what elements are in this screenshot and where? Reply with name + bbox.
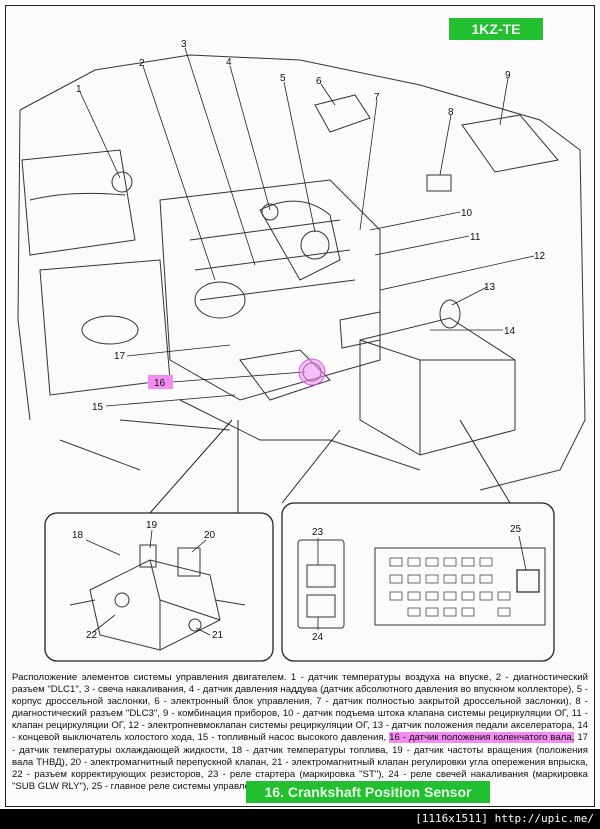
callout-4: 4	[226, 57, 232, 68]
callout-8: 8	[448, 107, 454, 118]
callout-9: 9	[505, 70, 511, 81]
callout-21: 21	[212, 630, 224, 641]
callout-2: 2	[139, 58, 145, 69]
caption-highlight-16: 16 - датчик положения коленчатого вала,	[389, 732, 575, 744]
callout-16: 16	[154, 378, 166, 389]
diagram-frame	[5, 5, 595, 807]
callout-15: 15	[92, 402, 104, 413]
callout-17: 17	[114, 351, 126, 362]
caption-text-before: Расположение элементов системы управлени…	[12, 672, 588, 744]
callout-18: 18	[72, 530, 84, 541]
callout-1: 1	[76, 84, 82, 95]
callout-5: 5	[280, 73, 286, 84]
legend-caption: Расположение элементов системы управлени…	[12, 672, 588, 793]
callout-22: 22	[86, 630, 98, 641]
callout-3: 3	[181, 39, 187, 50]
highlight-title-label: 16. Crankshaft Position Sensor	[246, 781, 490, 803]
image-host-footer: [1116x1511] http://upic.me/	[0, 809, 600, 829]
relay-inset	[281, 502, 555, 662]
callout-13: 13	[484, 282, 496, 293]
pump-inset	[44, 512, 274, 662]
callout-7: 7	[374, 92, 380, 103]
caption-text-after: 17 - датчик температуры охлаждающей жидк…	[12, 732, 588, 792]
callout-23: 23	[312, 527, 324, 538]
callout-10: 10	[461, 208, 473, 219]
callout-12: 12	[534, 251, 546, 262]
callout-24: 24	[312, 632, 324, 643]
callout-20: 20	[204, 530, 216, 541]
callout-6: 6	[316, 76, 322, 87]
callout-11: 11	[470, 232, 481, 243]
engine-code-label: 1KZ-TE	[449, 18, 543, 40]
callout-19: 19	[146, 520, 158, 531]
callout-14: 14	[504, 326, 516, 337]
callout-25: 25	[510, 524, 522, 535]
